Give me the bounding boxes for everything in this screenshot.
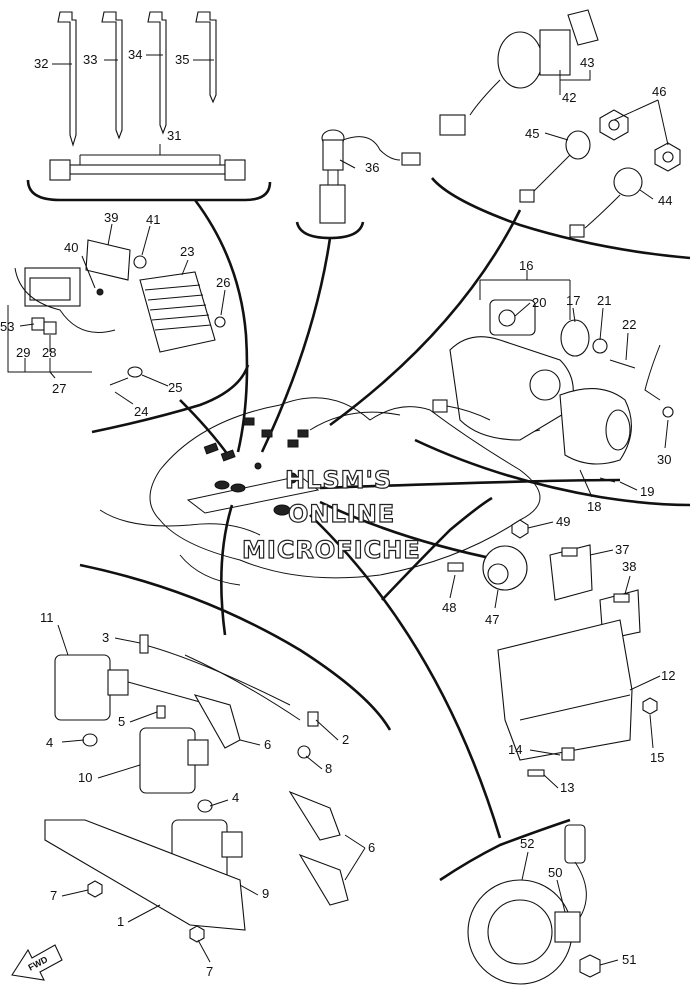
callout-21: 21 xyxy=(597,293,611,308)
callout-46: 46 xyxy=(652,84,666,99)
callout-32: 32 xyxy=(34,56,48,71)
callout-42: 42 xyxy=(562,90,576,105)
part-31 xyxy=(49,159,246,181)
callout-17: 17 xyxy=(566,293,580,308)
callout-33: 33 xyxy=(83,52,97,67)
callout-37: 37 xyxy=(615,542,629,557)
callout-49: 49 xyxy=(556,514,570,529)
snowmobile-body xyxy=(99,397,541,586)
starter-group xyxy=(432,299,674,483)
callout-25: 25 xyxy=(168,380,182,395)
callout-29: 29 xyxy=(16,345,30,360)
cdi-unit xyxy=(497,619,658,777)
callout-35: 35 xyxy=(175,52,189,67)
fwd-arrow: FWD xyxy=(11,944,63,981)
bracket-36 xyxy=(295,221,365,240)
callout-4a: 4 xyxy=(46,735,53,750)
watermark-line1: HLSM'S xyxy=(285,466,392,494)
callout-7b: 7 xyxy=(206,964,213,979)
callout-13: 13 xyxy=(560,780,574,795)
callout-34: 34 xyxy=(128,47,142,62)
part-42-switch xyxy=(439,9,599,136)
callout-47: 47 xyxy=(485,612,499,627)
callout-20: 20 xyxy=(532,295,546,310)
callout-23: 23 xyxy=(180,244,194,259)
arrow-line-23 xyxy=(179,399,230,456)
bracket-lower-left xyxy=(79,563,392,731)
bracket-left-mid xyxy=(91,364,250,434)
callout-15: 15 xyxy=(650,750,664,765)
bracket-right-mid xyxy=(414,438,691,507)
callout-5: 5 xyxy=(118,714,125,729)
callout-36: 36 xyxy=(365,160,379,175)
callout-4b: 4 xyxy=(232,790,239,805)
callout-45: 45 xyxy=(525,126,539,141)
callout-52: 52 xyxy=(520,836,534,851)
callout-1: 1 xyxy=(117,914,124,929)
arrow-line-42 xyxy=(329,209,522,427)
callout-3: 3 xyxy=(102,630,109,645)
arrow-line-52 xyxy=(309,514,502,839)
callout-10: 10 xyxy=(78,770,92,785)
callout-18: 18 xyxy=(587,499,601,514)
callout-31: 31 xyxy=(167,128,181,143)
callout-44: 44 xyxy=(658,193,672,208)
callout-19: 19 xyxy=(640,484,654,499)
callout-6b: 6 xyxy=(368,840,375,855)
callout-43: 43 xyxy=(580,55,594,70)
regulator-group xyxy=(14,239,226,386)
callout-50: 50 xyxy=(548,865,562,880)
arrow-line-36 xyxy=(260,237,332,453)
cable-ties xyxy=(57,11,217,147)
callout-14: 14 xyxy=(508,742,522,757)
callout-30: 30 xyxy=(657,452,671,467)
callout-39: 39 xyxy=(104,210,118,225)
callout-12: 12 xyxy=(661,668,675,683)
parts-44-46 xyxy=(519,109,681,238)
callout-27: 27 xyxy=(52,381,66,396)
callout-8: 8 xyxy=(325,761,332,776)
callout-53: 53 xyxy=(0,319,14,334)
callout-38: 38 xyxy=(622,559,636,574)
part-36 xyxy=(319,129,421,224)
callout-6a: 6 xyxy=(264,737,271,752)
arrow-line-16 xyxy=(319,478,621,490)
speed-sensor-group xyxy=(467,824,601,985)
arrow-line-coils xyxy=(220,504,234,636)
bracket-right-lower xyxy=(381,496,493,601)
callout-41: 41 xyxy=(146,212,160,227)
arrow-line-31 xyxy=(193,199,249,453)
bracket-top-left xyxy=(26,179,272,202)
callout-9: 9 xyxy=(262,886,269,901)
bracket-lower-right xyxy=(439,818,571,882)
callout-48: 48 xyxy=(442,600,456,615)
watermark-line3: MICROFICHE xyxy=(242,536,421,564)
callout-labels: 32 33 34 35 31 36 43 42 46 45 44 39 41 4… xyxy=(0,47,675,979)
callout-16: 16 xyxy=(519,258,533,273)
callout-51: 51 xyxy=(622,952,636,967)
callout-28: 28 xyxy=(42,345,56,360)
parts-37-49 xyxy=(447,519,641,641)
callout-26: 26 xyxy=(216,275,230,290)
watermark: HLSM'S ONLINE MICROFICHE xyxy=(241,465,421,564)
callout-22: 22 xyxy=(622,317,636,332)
callout-7a: 7 xyxy=(50,888,57,903)
callout-11: 11 xyxy=(40,610,54,625)
watermark-line2: ONLINE xyxy=(288,500,395,528)
leader-lines xyxy=(7,54,669,966)
bracket-right-top xyxy=(430,177,691,260)
callout-40: 40 xyxy=(64,240,78,255)
ignition-coils xyxy=(44,634,349,943)
callout-24: 24 xyxy=(134,404,148,419)
arrow-line-12 xyxy=(319,500,501,562)
callout-2: 2 xyxy=(342,732,349,747)
